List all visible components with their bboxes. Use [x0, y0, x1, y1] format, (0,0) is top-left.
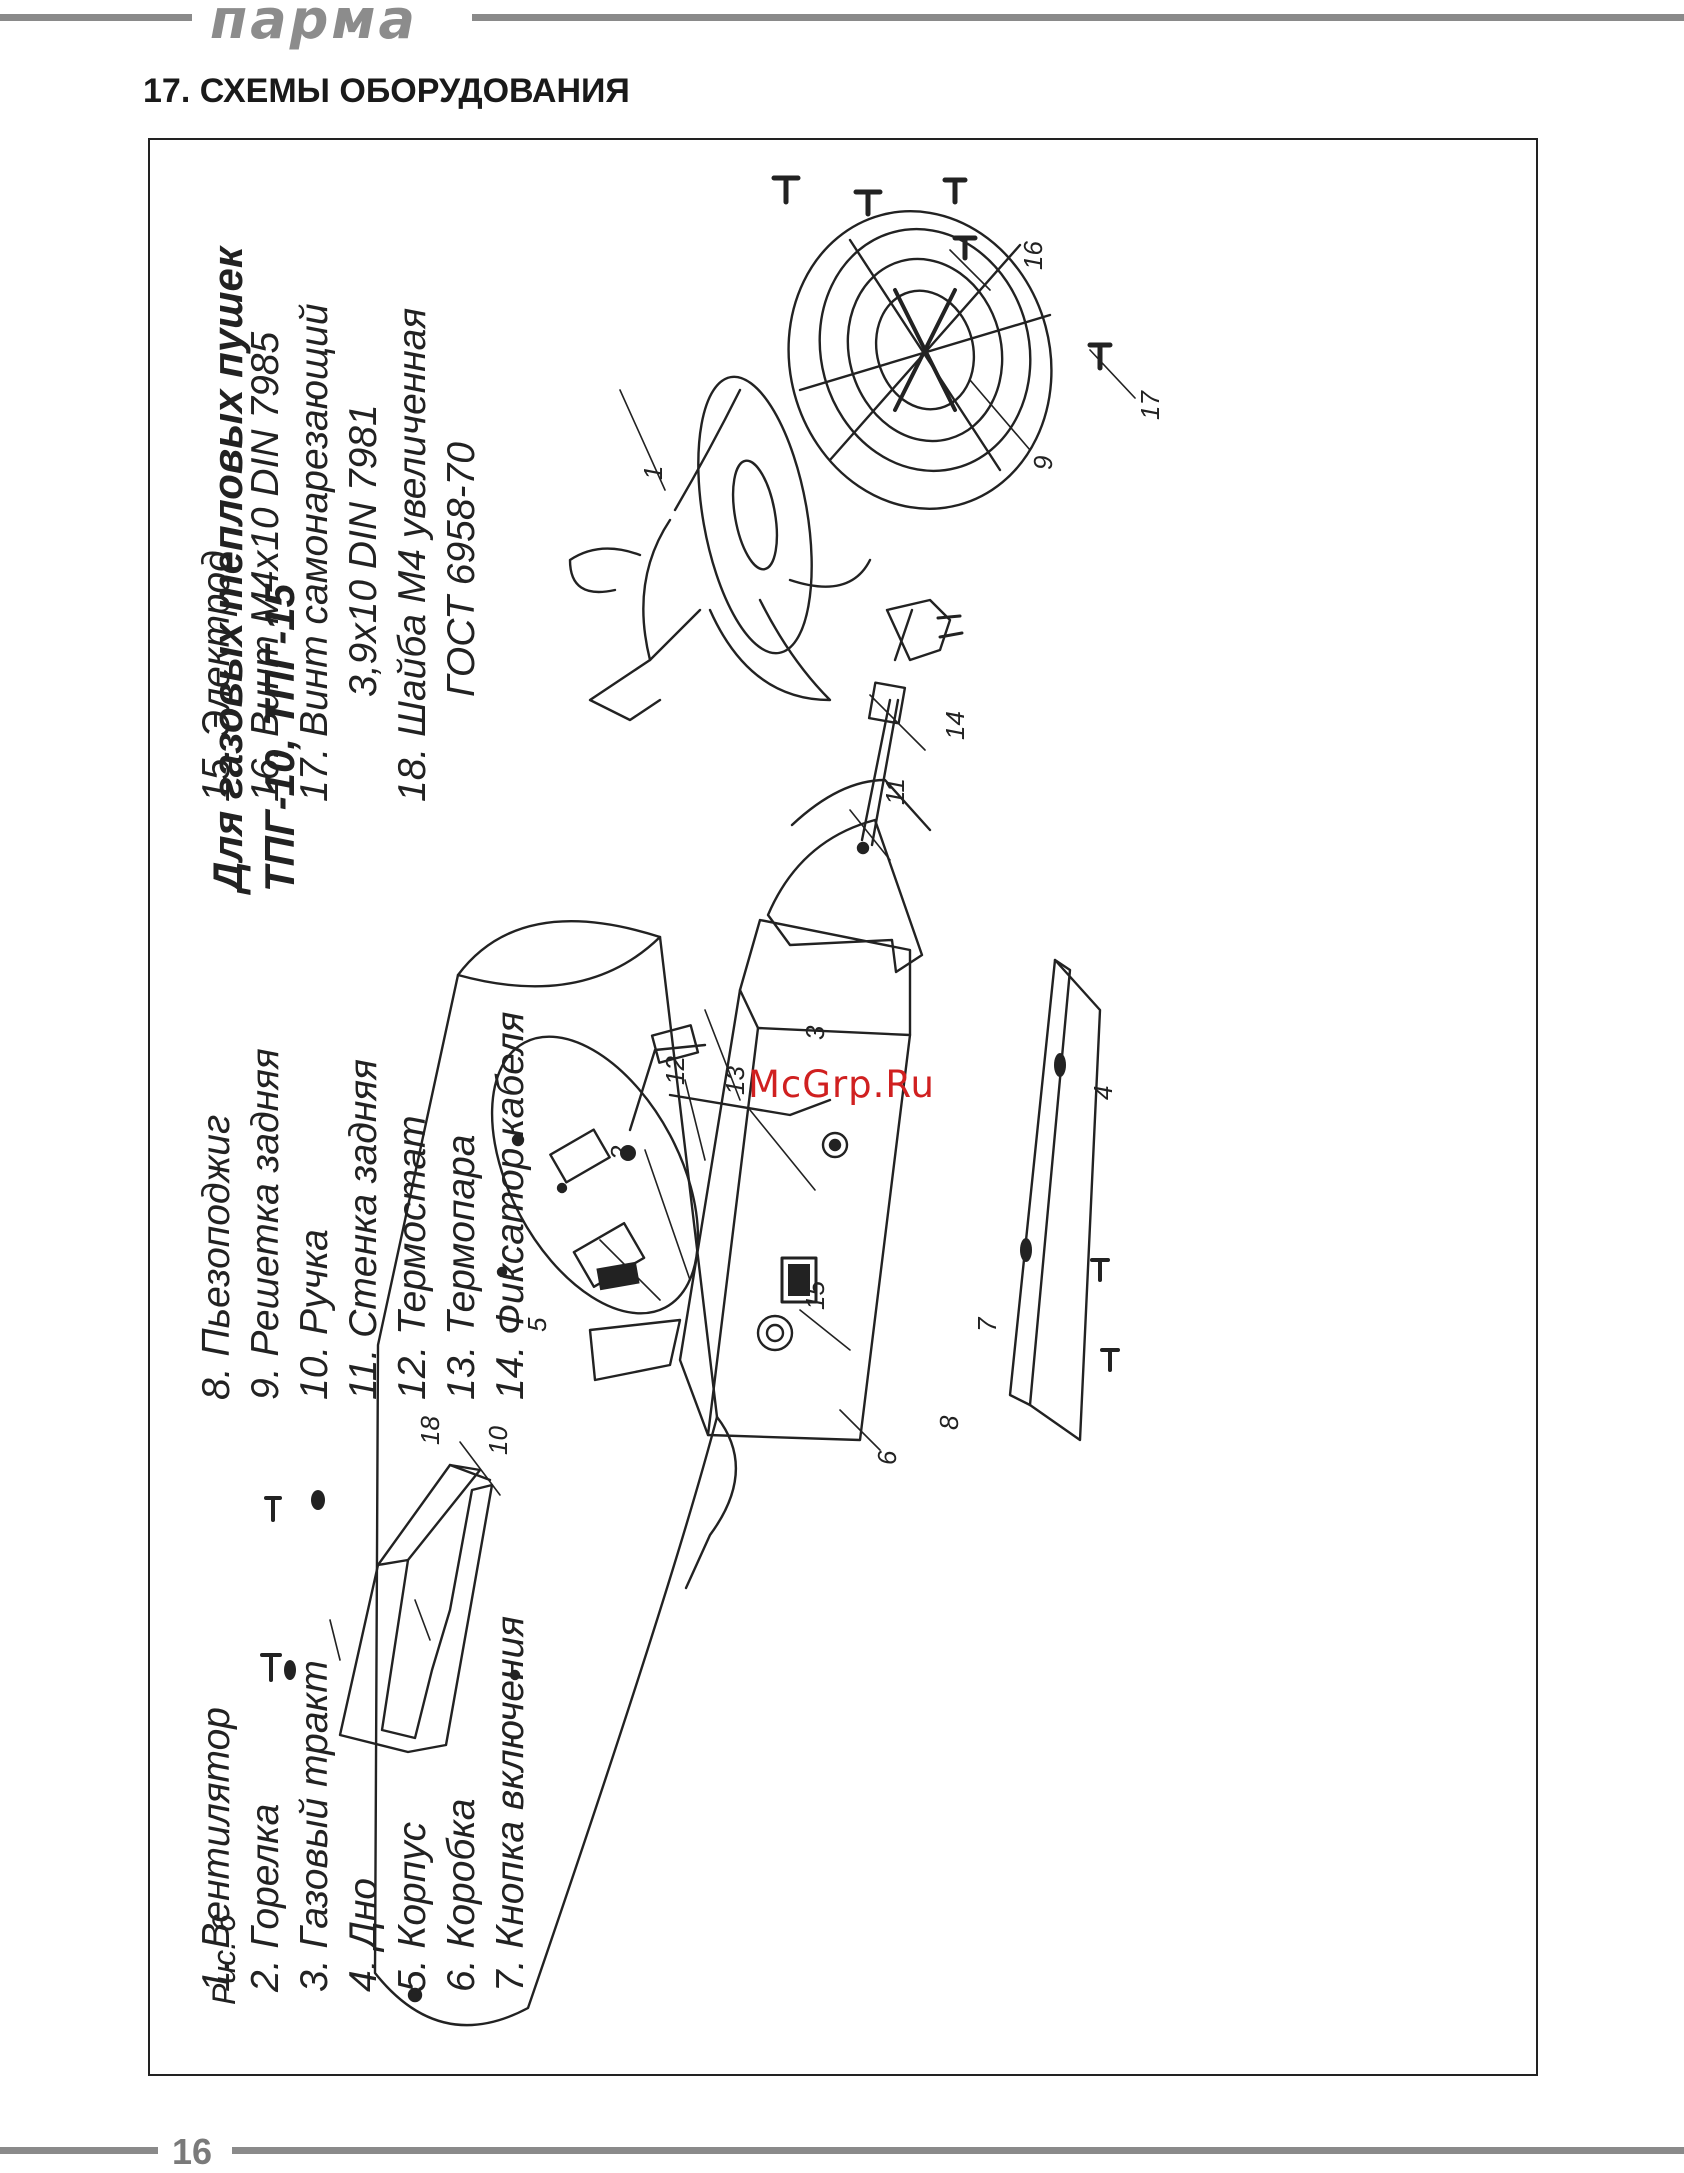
screws-right [1090, 1258, 1120, 1372]
header-rule-right [472, 14, 1684, 21]
callout-14: 14 [940, 711, 970, 740]
legend-item-10: 10. Ручка [293, 1229, 336, 1400]
page-number: 16 [172, 2131, 213, 2172]
legend-item-7: 7. Кнопка включения [489, 1615, 532, 1992]
legend-list-2: 8. Пьезоподжиг 9. Решетка задняя 10. Руч… [192, 1012, 535, 1400]
callout-1: 1 [638, 465, 668, 480]
legend-item-15: 15. Электрод [195, 550, 238, 802]
legend-item-5: 5. Корпус [391, 1821, 434, 1992]
callout-12: 12 [660, 1056, 690, 1085]
callout-3: 3 [800, 1025, 830, 1040]
legend-item-1: 1. Вентилятор [195, 1707, 238, 1992]
legend-item-17: 17. Винт самонарезающий [293, 303, 336, 802]
callout-2: 2 [605, 1145, 635, 1160]
legend-item-2: 2. Горелка [244, 1803, 287, 1992]
callout-8: 8 [934, 1415, 964, 1430]
legend-list-1: 1. Вентилятор 2. Горелка 3. Газовый трак… [192, 1616, 535, 1992]
legend-item-18: 18. Шайба М4 увеличенная [391, 307, 434, 802]
screws-top [771, 175, 1113, 371]
screws-left [260, 1490, 325, 1682]
bottom-plate [1008, 958, 1102, 1442]
power-cable [860, 598, 964, 847]
handle [338, 1463, 494, 1754]
callout-7: 7 [972, 1317, 1002, 1332]
callout-9: 9 [1028, 455, 1058, 470]
legend-item-18-cont: ГОСТ 6958-70 [440, 442, 483, 697]
callout-13: 13 [720, 1066, 750, 1095]
callout-15: 15 [800, 1281, 830, 1310]
legend-item-12: 12. Термостат [391, 1115, 434, 1400]
legend-item-16: 16. Винт М4х10 DIN 7985 [244, 331, 287, 802]
gas-tract [628, 1024, 832, 1132]
body-cylinder [373, 920, 737, 2027]
fan-motor [568, 375, 872, 722]
callout-11: 11 [880, 778, 910, 805]
legend-item-11: 11. Стенка задняя [342, 1059, 385, 1400]
rear-wall [766, 778, 932, 974]
section-title: 17. СХЕМЫ ОБОРУДОВАНИЯ [143, 72, 630, 110]
legend-item-6: 6. Коробка [440, 1798, 483, 1992]
callout-16: 16 [1018, 241, 1048, 270]
exploded-view-drawing [260, 175, 1136, 2027]
legend-item-3: 3. Газовый тракт [293, 1660, 336, 1992]
watermark: McGrp.Ru [748, 1063, 935, 1106]
legend-item-9: 9. Решетка задняя [244, 1048, 287, 1400]
brand-logo: парма [210, 0, 418, 51]
callout-17: 17 [1135, 391, 1165, 420]
callout-6: 6 [872, 1450, 902, 1465]
legend-item-13: 13. Термопара [440, 1134, 483, 1400]
legend-item-8: 8. Пьезоподжиг [195, 1114, 238, 1400]
callout-leaders [329, 249, 1136, 1661]
legend-list-3: 15. Электрод 16. Винт М4х10 DIN 7985 17.… [192, 303, 486, 802]
figure-frame: 1 2 3 4 5 6 7 8 9 10 11 12 13 14 15 16 1… [148, 138, 1538, 2076]
header-rule-left [0, 14, 192, 21]
legend-item-4: 4. Дно [342, 1878, 385, 1992]
legend-item-14: 14. Фиксатор кабеля [489, 1011, 532, 1400]
footer-rule-left [0, 2147, 158, 2154]
control-box [678, 918, 912, 1442]
burner-assembly [490, 1035, 700, 1382]
rear-grille [787, 210, 1053, 510]
legend-item-17-cont: 3,9х10 DIN 7981 [342, 404, 385, 697]
callout-18: 18 [415, 1416, 445, 1445]
callout-10: 10 [483, 1426, 513, 1455]
callout-4: 4 [1088, 1085, 1118, 1100]
footer-rule-right [232, 2147, 1684, 2154]
